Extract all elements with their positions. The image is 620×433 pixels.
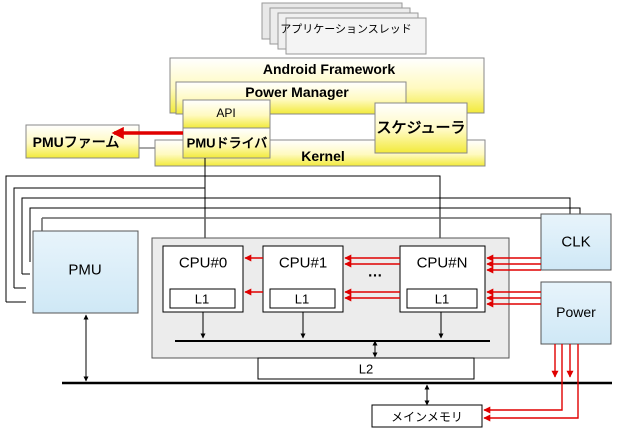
control-wires	[5, 158, 581, 303]
clk-block	[540, 213, 612, 271]
pmu-firmware-box	[25, 124, 140, 159]
kernel-to-control-wires	[41, 214, 561, 232]
l1-to-bus-arrows	[200, 312, 444, 339]
l2-cache-box	[257, 357, 475, 380]
power-block	[540, 281, 612, 345]
main-memory-box	[371, 404, 483, 428]
cpu-cores	[162, 245, 486, 313]
app-thread-stack	[261, 2, 427, 55]
api-box	[182, 99, 271, 129]
clk-power-lines	[244, 254, 579, 422]
scheduler-box	[374, 102, 468, 154]
pmu-block	[32, 230, 139, 314]
pmu-driver-box	[182, 127, 271, 159]
